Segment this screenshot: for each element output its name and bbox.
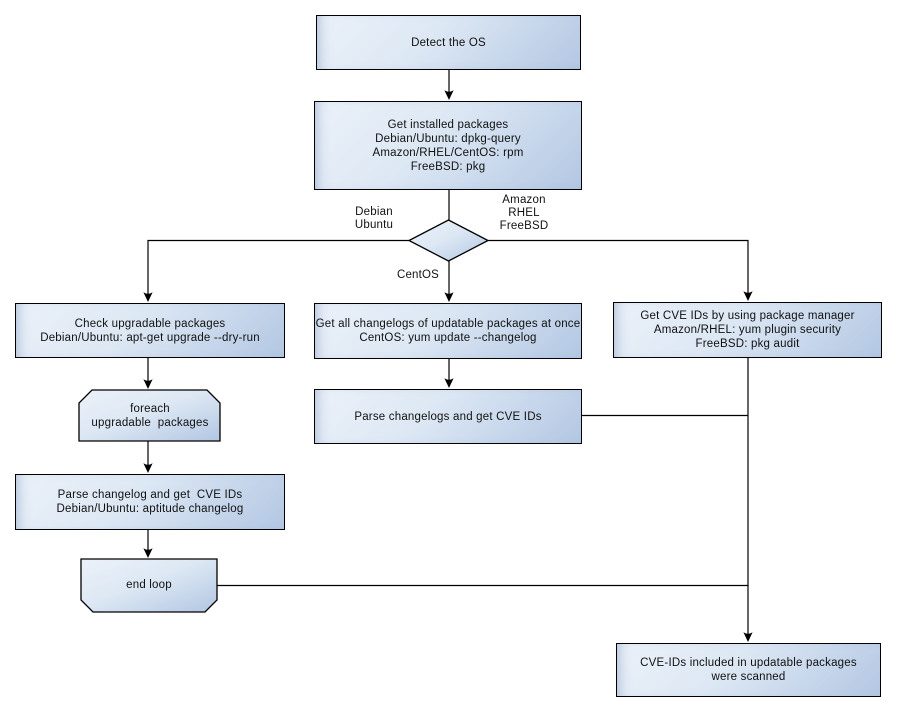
node-get-cve-ids-pkg-manager-label: Get CVE IDs by using package manager Ama… [640,310,855,350]
node-get-installed-packages-label: Get installed packages Debian/Ubuntu: dp… [372,118,524,173]
node-parse-changelog-debian-label: Parse changelog and get CVE IDs Debian/U… [56,489,244,515]
node-check-upgradable-packages: Check upgradable packages Debian/Ubuntu:… [15,303,285,358]
node-detect-os-label: Detect the OS [411,36,486,49]
node-result-scanned-label: CVE-IDs included in updatable packages w… [640,657,857,683]
node-end-loop: end loop [81,560,217,610]
node-parse-changelogs-centos: Parse changelogs and get CVE IDs [314,389,582,444]
node-detect-os: Detect the OS [316,15,581,70]
branch-label-amazon-rhel-freebsd: Amazon RHEL FreeBSD [499,194,549,232]
decision-diamond-os [407,219,490,262]
node-get-all-changelogs: Get all changelogs of updatable packages… [314,303,582,359]
node-parse-changelogs-centos-label: Parse changelogs and get CVE IDs [354,410,542,423]
node-result-scanned: CVE-IDs included in updatable packages w… [616,643,881,697]
node-get-all-changelogs-label: Get all changelogs of updatable packages… [315,318,581,344]
node-get-cve-ids-pkg-manager: Get CVE IDs by using package manager Ama… [613,302,882,358]
node-foreach-upgradable-packages: foreach upgradable packages [79,391,221,441]
branch-label-centos: CentOS [396,269,440,281]
foreach-loop-shape [78,389,221,442]
node-end-loop-label: end loop [126,579,172,591]
node-foreach-label: foreach upgradable packages [91,403,209,429]
node-check-upgradable-packages-label: Check upgradable packages Debian/Ubuntu:… [40,317,260,344]
branch-label-debian-ubuntu: Debian Ubuntu [354,206,394,231]
end-loop-shape [80,558,218,613]
node-get-installed-packages: Get installed packages Debian/Ubuntu: dp… [314,101,582,190]
node-parse-changelog-debian: Parse changelog and get CVE IDs Debian/U… [15,474,285,530]
arrowheads [143,90,753,642]
